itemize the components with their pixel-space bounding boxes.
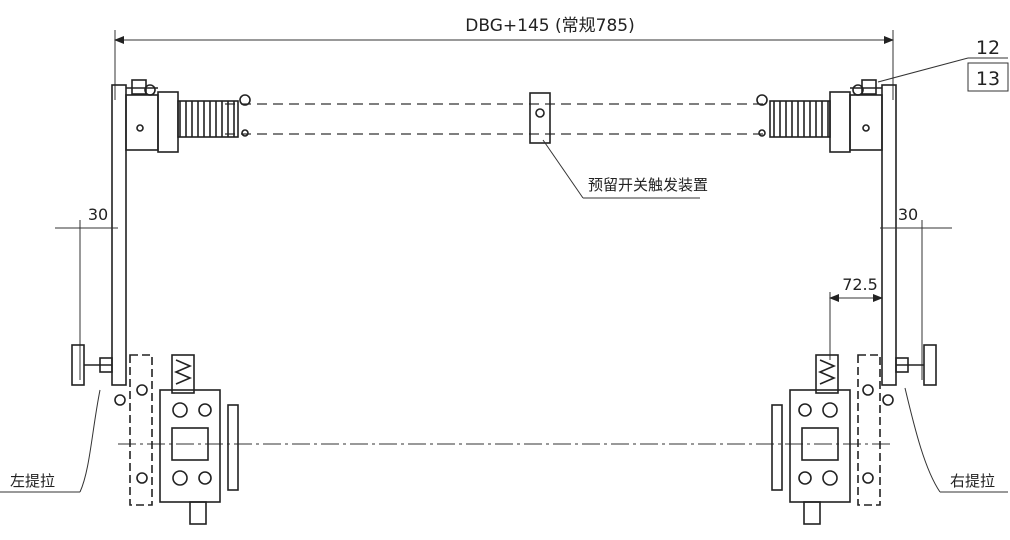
part-callout: 12 13	[877, 37, 1009, 92]
callout-13: 13	[976, 68, 1000, 90]
right-offset-label: 30	[898, 205, 918, 224]
connecting-rods	[225, 103, 765, 135]
right-pull-handle	[882, 344, 937, 406]
right-inner-dimension: 72.5	[829, 275, 883, 360]
left-pull-handle	[71, 344, 126, 406]
right-lower-mechanism	[771, 354, 881, 525]
callout-12: 12	[976, 37, 1000, 59]
left-offset-dimension: 30	[55, 205, 118, 380]
right-frame	[829, 79, 897, 386]
left-frame	[111, 79, 179, 386]
overall-dimension-label: DBG+145 (常规785)	[465, 16, 634, 36]
left-spring	[177, 94, 251, 138]
trigger-bracket: 预留开关触发装置	[529, 92, 708, 199]
right-pull-label: 右提拉	[950, 472, 995, 490]
right-inner-label: 72.5	[842, 275, 878, 294]
right-pull-callout: 右提拉	[904, 387, 1008, 493]
left-pull-callout: 左提拉	[0, 389, 101, 493]
left-lower-mechanism	[129, 354, 239, 525]
left-offset-label: 30	[88, 205, 108, 224]
right-spring	[756, 94, 831, 138]
right-offset-dimension: 30	[880, 205, 952, 380]
left-pull-label: 左提拉	[10, 472, 55, 490]
trigger-label: 预留开关触发装置	[588, 176, 708, 194]
overall-dimension: DBG+145 (常规785)	[114, 16, 894, 100]
